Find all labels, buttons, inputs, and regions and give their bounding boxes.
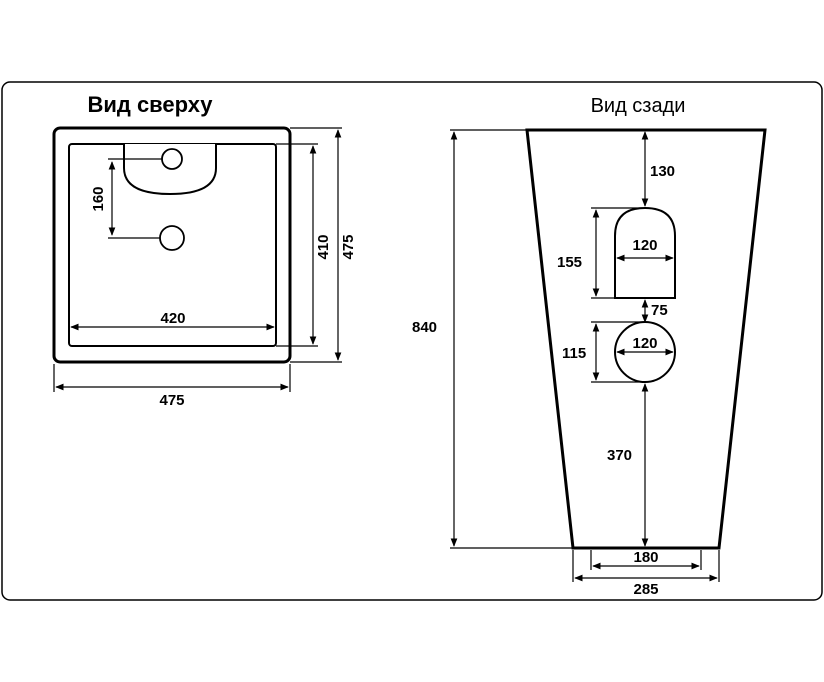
drawing-frame [1,81,823,601]
dim-base-inner: 180 [633,549,658,566]
dim-base-outer: 285 [633,581,658,598]
dim-hole-width: 120 [632,335,657,352]
dim-hole-height: 115 [562,345,586,362]
dim-hole-to-bottom: 370 [607,447,632,464]
basin-outer-outline [52,126,292,364]
rear-arched-opening [614,206,676,299]
dim-gap: 75 [651,302,668,319]
dim-top-to-opening: 130 [650,163,675,180]
rear-view: Вид сзади 840 130 120 155 75 120 115 [412,95,767,598]
top-view: Вид сверху 160 420 475 410 475 [52,92,357,409]
pedestal-outline [525,128,767,550]
dim-outer-width: 475 [159,392,184,409]
faucet-hole [161,148,183,170]
dim-opening-width: 120 [632,237,657,254]
dim-opening-height: 155 [557,254,582,271]
dim-inner-width: 420 [160,310,185,327]
dim-inner-depth: 410 [315,234,332,259]
dim-outer-depth: 475 [340,234,357,259]
top-view-title: Вид сверху [87,92,213,117]
drain-hole [159,225,185,251]
rear-view-title: Вид сзади [591,95,686,117]
dim-height: 840 [412,319,437,336]
dim-hole-spacing: 160 [90,186,107,211]
